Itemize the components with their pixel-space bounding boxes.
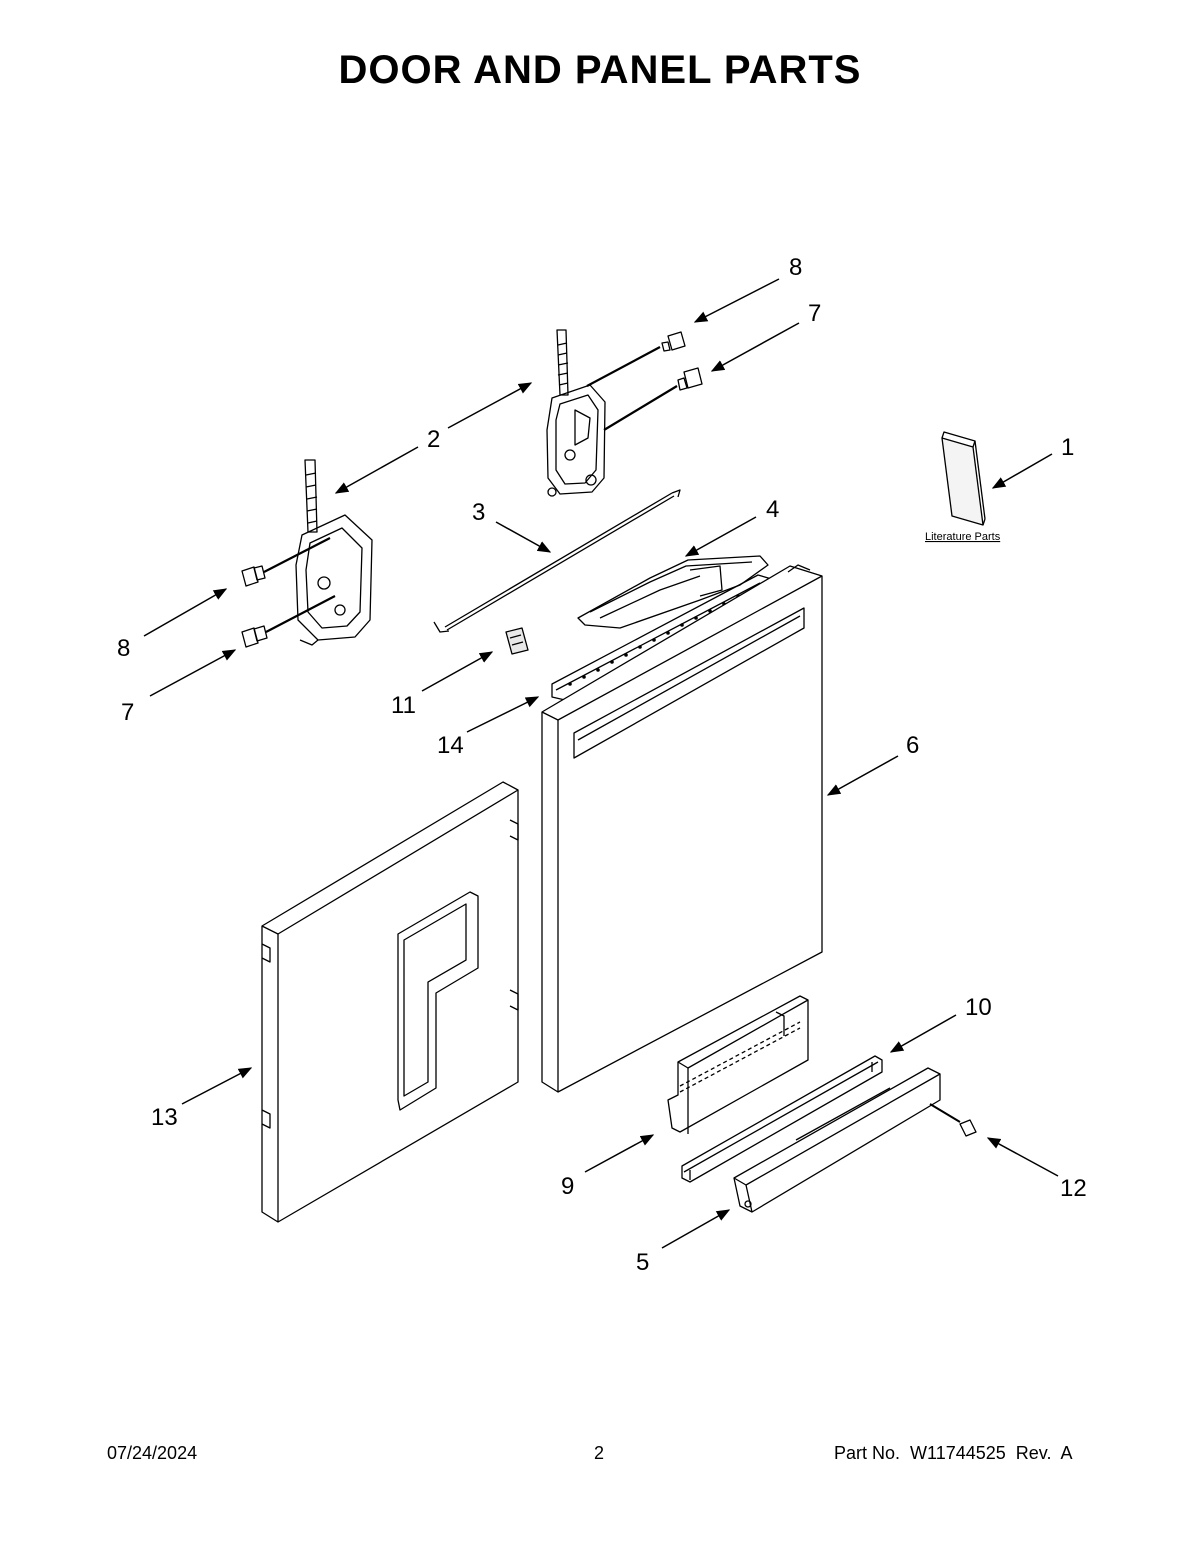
leader-8a [693,278,780,323]
footer-date: 07/24/2024 [107,1443,198,1463]
leader-7b [149,649,237,697]
leader-10 [889,1014,957,1053]
rod [433,489,681,633]
callout-4: 4 [766,496,779,523]
leader-7a [710,322,800,372]
callout-8-upper: 8 [789,254,802,281]
page-title: DOOR AND PANEL PARTS [338,48,862,92]
leader-6 [826,755,899,796]
screw-lower-7 [241,595,336,648]
leader-14 [466,696,540,733]
literature-parts-label: Literature Parts [925,531,1001,543]
callout-13: 13 [151,1104,178,1131]
clip [505,627,529,655]
hinge-right [546,329,606,497]
leader-5 [661,1209,731,1249]
footer-part-number: Part No. W11744525 Rev. A [834,1443,1073,1463]
kick-plate [733,1067,941,1213]
access-panel-strip [681,1055,883,1183]
callout-10: 10 [965,994,992,1021]
latch-assembly [577,555,769,629]
outer-door-panel [541,564,823,1093]
callout-5: 5 [636,1249,649,1276]
callout-7-upper: 7 [808,300,821,327]
trim-block [667,995,809,1134]
screw-upper-8 [586,331,686,387]
leader-13 [181,1067,253,1105]
inner-door-panel [261,781,519,1223]
leader-3 [495,521,552,553]
screw-lower-8 [241,537,331,587]
screw-upper-7 [603,367,703,431]
callout-11: 11 [391,692,416,719]
screw-12 [929,1103,977,1137]
callout-8-lower: 8 [117,635,130,662]
callout-6: 6 [906,732,919,759]
hinge-left [295,459,373,646]
leader-9 [584,1134,655,1173]
callout-9: 9 [561,1173,574,1200]
leader-2a [334,446,419,494]
callout-1: 1 [1061,434,1074,461]
leader-1 [991,453,1053,489]
leader-8b [143,588,228,637]
callout-12: 12 [1060,1175,1087,1202]
leader-4 [684,516,757,557]
callout-3: 3 [472,499,485,526]
leader-2b [447,382,533,429]
literature-booklet [941,431,986,526]
callout-7-lower: 7 [121,699,134,726]
footer-page-number: 2 [594,1443,605,1463]
leader-12 [986,1137,1059,1177]
leader-11 [421,651,494,692]
callout-14: 14 [437,732,464,759]
callout-2: 2 [427,426,440,453]
